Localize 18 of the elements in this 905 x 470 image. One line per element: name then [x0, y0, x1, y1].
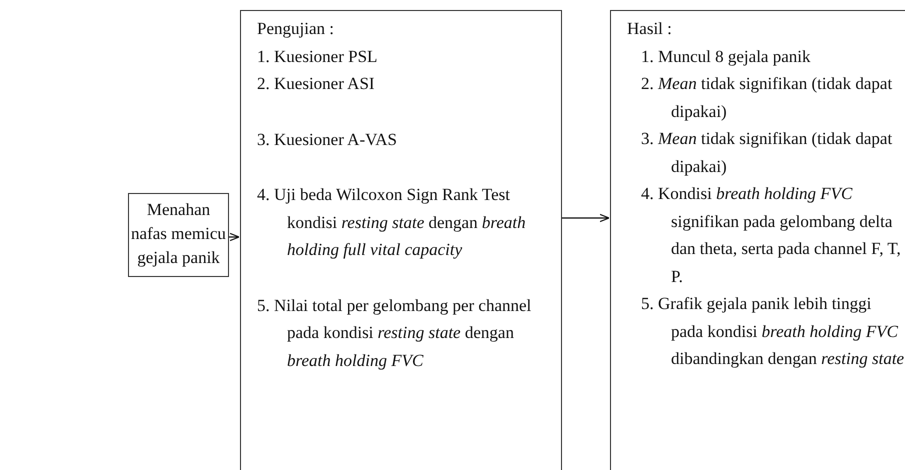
box-heading: Pengujian :: [257, 18, 335, 40]
box-text: Menahan nafas memicu gejala panik: [131, 199, 226, 269]
list-item: 4. Uji beda Wilcoxon Sign Rank Test kondisi resting state dengan breath holding full vital capacity: [257, 184, 527, 261]
list-item: 1. Kuesioner PSL: [257, 46, 378, 68]
list-item: 5. Grafik gejala panik lebih tinggi pada kondisi breath holding FVC dibandingkan dengan resting state: [640, 293, 905, 370]
arrow: [229, 232, 240, 242]
list-item: 3. Kuesioner A-VAS: [257, 128, 398, 150]
process-box: [610, 10, 905, 470]
list-item: 2. Mean tidak signifikan (tidak dapat dipakai): [640, 73, 894, 123]
list-item: 2. Kuesioner ASI: [257, 73, 376, 95]
process-box: [240, 10, 562, 470]
arrow: [562, 214, 610, 222]
process-box: [128, 193, 229, 277]
box-heading: Hasil :: [627, 18, 673, 40]
list-item: 3. Mean tidak signifikan (tidak dapat dipakai): [640, 128, 894, 178]
list-item: 1. Muncul 8 gejala panik: [640, 46, 812, 68]
list-item: 4. Kondisi breath holding FVC signifikan pada gelombang delta dan theta, serta pada channel F, T, P.: [640, 183, 902, 288]
list-item: 5. Nilai total per gelombang per channel pada kondisi resting state dengan breath holding FVC: [257, 294, 532, 372]
